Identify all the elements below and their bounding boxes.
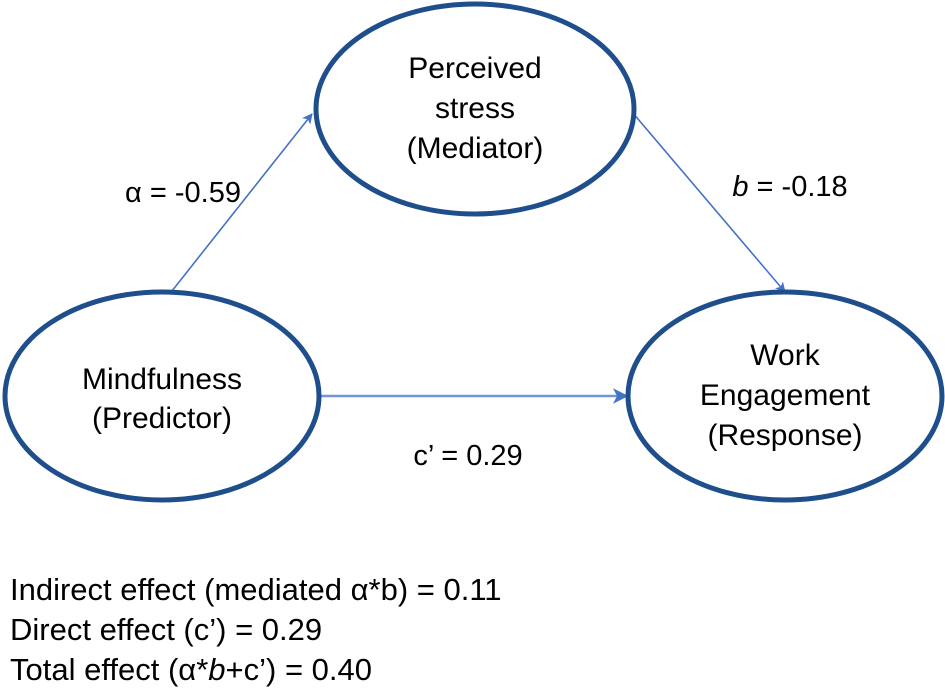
summary-direct-effect: Direct effect (c’) = 0.29 [10, 612, 322, 647]
path-arrow-b [631, 111, 786, 293]
summary-total-effect-italic: b [208, 652, 225, 687]
node-predictor [2, 289, 322, 503]
path-arrow-a [167, 113, 313, 297]
node-mediator-label-line-3: (Mediator) [407, 132, 544, 165]
path-label-c-prime-symbol: c’ [413, 440, 433, 472]
summary-indirect-effect: Indirect effect (mediated α*b) = 0.11 [10, 572, 502, 607]
node-response [625, 289, 945, 503]
summary-total-effect: Total effect (α*b+c’) = 0.40 [10, 652, 372, 687]
path-label-b-value: = -0.18 [748, 171, 847, 203]
node-predictor-label-line-2: (Predictor) [92, 402, 232, 435]
node-response-label-line-2: Engagement [700, 379, 871, 412]
path-label-a: α = -0.59 [125, 177, 241, 209]
summary-total-effect-after: +c’) = 0.40 [226, 652, 372, 687]
path-label-b-symbol: b [732, 171, 748, 203]
node-predictor-label-line-1: Mindfulness [82, 363, 242, 396]
path-label-c-prime: c’ = 0.29 [413, 440, 522, 472]
summary-direct-effect-before: Direct effect (c’) = 0.29 [10, 612, 322, 647]
summary-total-effect-before: Total effect (α* [10, 652, 208, 687]
path-label-c-prime-value: = 0.29 [433, 440, 523, 472]
path-label-a-symbol: α [125, 177, 142, 209]
path-label-a-value: = -0.59 [142, 177, 241, 209]
node-mediator-label-line-2: stress [435, 92, 515, 125]
summary-indirect-effect-before: Indirect effect (mediated α*b) = 0.11 [10, 572, 502, 607]
node-response-label-line-3: (Response) [707, 419, 862, 452]
node-mediator-label-line-1: Perceived [408, 52, 541, 85]
node-mediator [313, 1, 637, 217]
path-label-b: b = -0.18 [732, 171, 847, 203]
node-response-label-line-1: Work [750, 339, 820, 372]
